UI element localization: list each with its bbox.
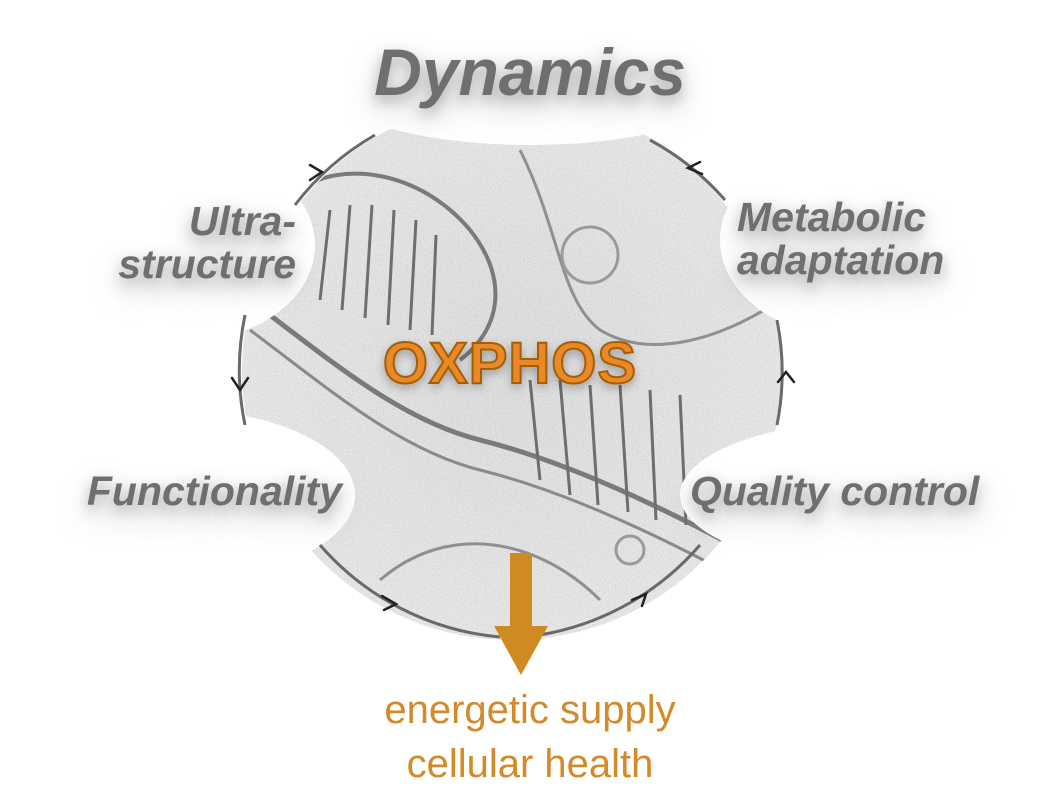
outcome-line-1: energetic supply <box>384 688 676 732</box>
down-arrow-icon <box>494 553 548 675</box>
node-functionality: Functionality <box>86 468 342 514</box>
label-notch-masks <box>5 15 1063 580</box>
cycle-arcs <box>237 133 784 639</box>
node-metabolic-line-1: Metabolic <box>737 194 927 240</box>
node-ultrastructure-line-1: Ultra- <box>188 198 296 244</box>
node-metabolic-line-2: adaptation <box>737 237 945 284</box>
outcome-line-2: cellular health <box>406 742 654 786</box>
cycle-arrow-icon <box>230 160 796 612</box>
node-quality-control: Quality control <box>690 468 980 514</box>
node-metabolic-adaptation: Metabolic adaptation <box>737 194 997 284</box>
node-dynamics: Dynamics <box>374 35 686 109</box>
node-ultrastructure-line-2: structure <box>118 241 296 288</box>
center-label-oxphos: OXPHOS <box>382 330 638 397</box>
micrograph-image <box>242 100 782 640</box>
node-ultrastructure: Ultra- structure <box>96 198 296 288</box>
